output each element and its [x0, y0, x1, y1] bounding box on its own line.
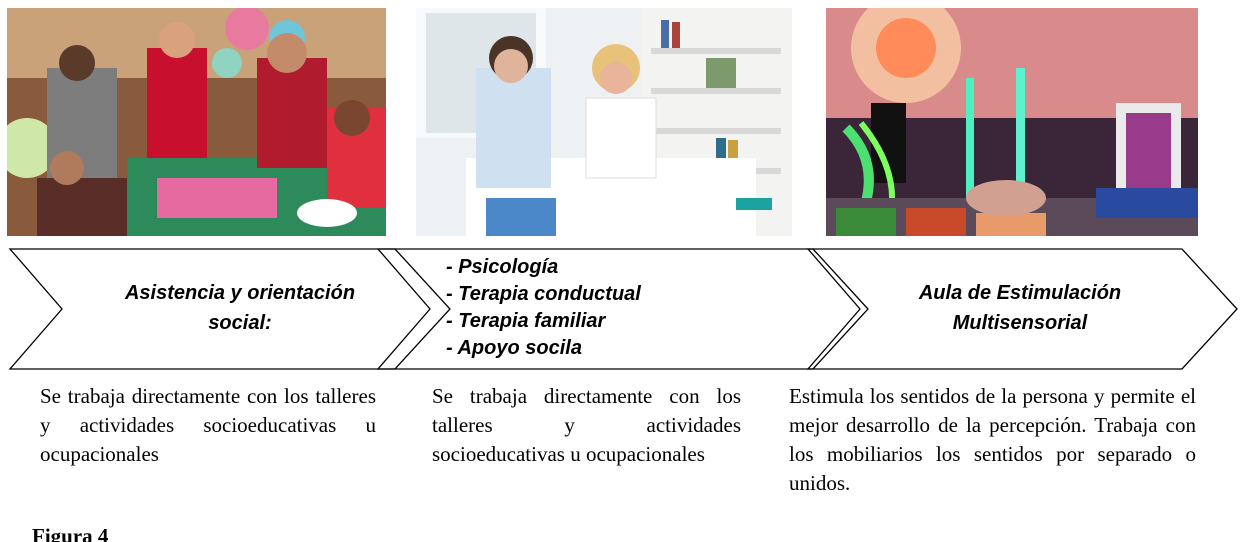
- social-assistance-label: Asistencia y orientación social:: [80, 278, 400, 338]
- label-line: social:: [208, 312, 272, 334]
- label-line: Multisensorial: [952, 312, 1088, 334]
- description-right: Estimula los sentidos de la persona y pe…: [789, 384, 1196, 495]
- chevron-right: [806, 248, 1238, 370]
- multisensory-room-photo: [826, 8, 1198, 236]
- figure-caption: Figura 4: [32, 524, 109, 542]
- multisensory-label: Aula de Estimulación Multisensorial: [860, 278, 1180, 338]
- label-line: Aula de Estimulación: [918, 282, 1122, 304]
- list-item: - Terapia conductual: [446, 283, 641, 305]
- process-chevrons: [8, 248, 1238, 370]
- list-item: - Terapia familiar: [446, 310, 606, 332]
- list-item: - Psicología: [446, 256, 559, 278]
- therapy-session-photo: [416, 8, 792, 236]
- social-assistance-photo: [7, 8, 386, 236]
- description-middle: Se trabaja directamente con los talleres…: [432, 384, 741, 466]
- therapies-list: - Psicología - Terapia conductual - Tera…: [446, 254, 641, 362]
- description-left: Se trabaja directamente con los talleres…: [40, 384, 376, 466]
- label-line: Asistencia y orientación: [124, 282, 356, 304]
- list-item: - Apoyo socila: [446, 337, 582, 359]
